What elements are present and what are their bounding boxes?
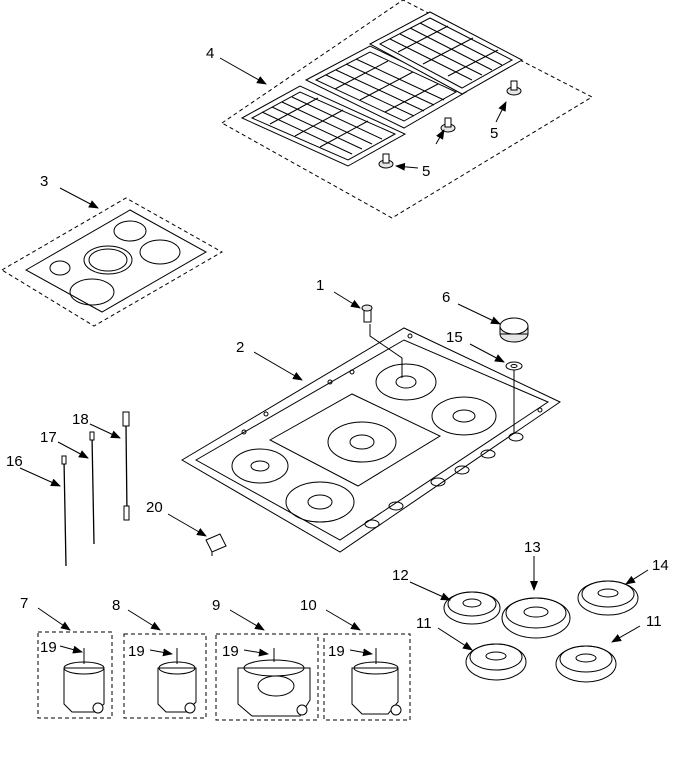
valve-box-9	[215, 633, 319, 721]
callout-1: 1	[316, 277, 324, 294]
callout-11: 11	[416, 615, 432, 632]
callout-18: 18	[72, 411, 89, 428]
grate-foot	[506, 80, 522, 96]
callout-20: 20	[146, 499, 163, 516]
callout-19: 19	[128, 643, 145, 660]
valve-box-7	[37, 631, 113, 719]
callout-16: 16	[6, 453, 23, 470]
screw	[361, 304, 373, 323]
grate-foot	[440, 117, 456, 133]
grate-center	[304, 45, 468, 129]
callout-15: 15	[446, 329, 463, 346]
burner-head-12	[443, 591, 501, 625]
cooktop-overlay	[1, 197, 224, 327]
callout-17: 17	[40, 429, 57, 446]
callout-19: 19	[40, 639, 57, 656]
callout-9: 9	[212, 597, 220, 614]
callout-10: 10	[300, 597, 317, 614]
callout-4: 4	[206, 45, 214, 62]
callout-11: 11	[646, 613, 662, 630]
grates-assembly	[221, 0, 594, 219]
grate-left	[240, 85, 407, 167]
grate-foot	[378, 153, 394, 169]
valve-box-10	[323, 633, 411, 721]
callout-13: 13	[524, 539, 541, 556]
leader-arrows	[19, 57, 649, 657]
callout-6: 6	[442, 289, 450, 306]
burner-head-11-left	[465, 643, 527, 681]
callout-19: 19	[222, 643, 239, 660]
callout-5: 5	[490, 125, 498, 142]
burner-head-11-right	[555, 645, 617, 683]
callout-19: 19	[328, 643, 345, 660]
callout-12: 12	[392, 567, 409, 584]
callout-2: 2	[236, 339, 244, 356]
callout-14: 14	[652, 557, 669, 574]
callout-3: 3	[40, 173, 48, 190]
grate-right	[368, 11, 524, 95]
burner-head-14	[577, 580, 639, 616]
wire-clip	[205, 533, 227, 556]
callout-7: 7	[20, 595, 28, 612]
cooktop-main-top	[181, 304, 562, 553]
valve-box-8	[123, 633, 207, 719]
electrode-wires	[61, 411, 130, 567]
callout-8: 8	[112, 597, 120, 614]
callout-5: 5	[422, 163, 430, 180]
callout-labels: 1 2 3 4 5 5 6 15 16 17 18 20 7 8 9 10 19…	[6, 45, 669, 660]
knob-washer	[505, 361, 523, 371]
burner-head-13	[501, 597, 571, 639]
control-knob	[499, 317, 529, 343]
